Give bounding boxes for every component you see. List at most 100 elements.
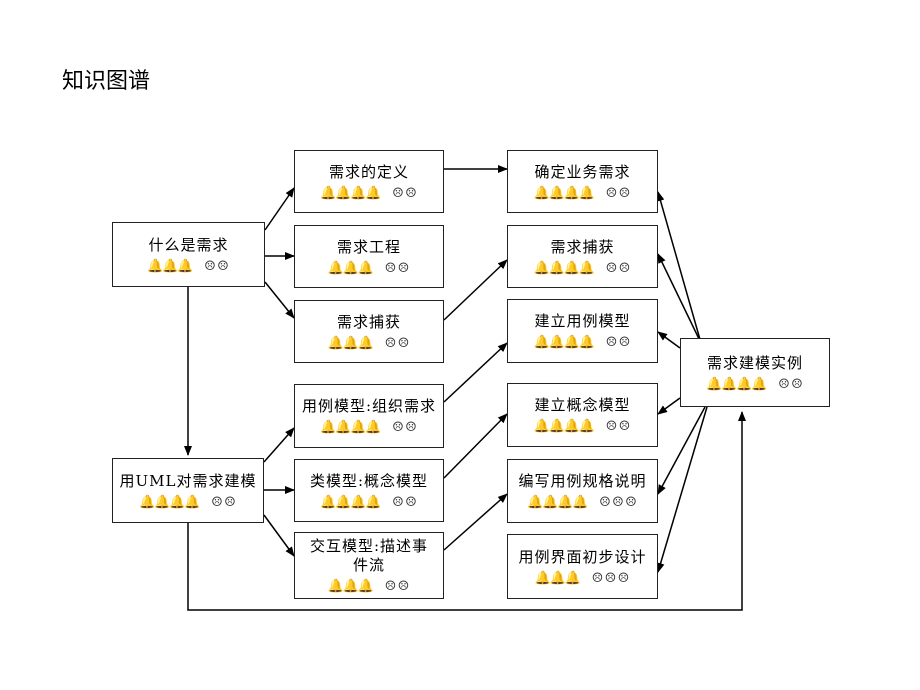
node-requirement-definition: 需求的定义 🔔🔔🔔🔔☹☹: [294, 150, 444, 213]
frown-icons: ☹☹: [385, 336, 411, 351]
frown-face-icon: ☹: [392, 185, 405, 201]
bell-icon: 🔔: [736, 376, 754, 392]
edge-example-to-spec: [657, 406, 706, 495]
bell-icon: 🔔: [578, 335, 596, 350]
bell-icon: 🔔: [548, 335, 566, 350]
bell-icon: 🔔: [533, 335, 551, 350]
bell-icon: 🔔: [162, 258, 180, 274]
bell-icon: 🔔: [578, 419, 596, 434]
node-use-case-model: 用例模型:组织需求 🔔🔔🔔🔔☹☹: [294, 384, 444, 448]
frown-face-icon: ☹: [217, 258, 230, 274]
frown-icons: ☹☹: [392, 495, 418, 510]
frown-face-icon: ☹: [224, 494, 237, 510]
bell-icons: 🔔🔔🔔🔔: [320, 185, 383, 201]
bell-icon: 🔔: [365, 494, 383, 510]
bell-icons: 🔔🔔🔔🔔: [706, 376, 769, 392]
bell-icon: 🔔: [357, 260, 375, 276]
bell-icon: 🔔: [365, 420, 383, 435]
bell-icons: 🔔🔔🔔: [327, 335, 375, 351]
edge-example-to-biz: [656, 191, 702, 344]
bell-icon: 🔔: [365, 185, 383, 201]
frown-icons: ☹☹☹: [599, 495, 638, 510]
node-label: 编写用例规格说明: [518, 472, 647, 490]
edge-what-to-def: [264, 187, 295, 231]
bell-icons: 🔔🔔🔔🔔: [320, 420, 383, 435]
bell-icon: 🔔: [335, 494, 353, 510]
edge-interaction-to-spec: [443, 493, 508, 551]
bell-icon: 🔔: [169, 494, 187, 510]
bell-icon: 🔔: [350, 494, 368, 510]
frown-icons: ☹☹: [211, 495, 237, 510]
node-label: 什么是需求: [148, 235, 229, 254]
frown-icons: ☹☹: [606, 261, 632, 276]
bell-icon: 🔔: [721, 376, 739, 392]
bell-icon: 🔔: [751, 376, 769, 392]
edge-uml-to-ucmodel: [263, 427, 295, 463]
edge-what-to-cap1: [264, 281, 295, 319]
edge-ucmodel-to-ucbuild: [443, 342, 508, 403]
frown-face-icon: ☹: [625, 495, 638, 510]
frown-icons: ☹☹: [392, 186, 418, 201]
node-requirement-capture-left: 需求捕获 🔔🔔🔔☹☹: [294, 300, 444, 363]
frown-face-icon: ☹: [617, 570, 631, 586]
frown-face-icon: ☹: [605, 335, 619, 350]
frown-face-icon: ☹: [405, 494, 418, 510]
frown-icons: ☹☹: [385, 261, 411, 276]
bell-icon: 🔔: [548, 185, 566, 201]
node-label: 用UML对需求建模: [119, 471, 257, 490]
bell-icons: 🔔🔔🔔: [328, 260, 375, 276]
bell-icon: 🔔: [342, 579, 360, 594]
bell-icon: 🔔: [320, 494, 338, 510]
node-build-concept-model: 建立概念模型 🔔🔔🔔🔔☹☹: [507, 383, 658, 447]
bell-icon: 🔔: [534, 570, 552, 586]
frown-face-icon: ☹: [397, 260, 411, 276]
frown-face-icon: ☹: [605, 185, 619, 201]
edge-example-to-ucbuild: [657, 331, 681, 349]
frown-face-icon: ☹: [618, 419, 632, 434]
edge-uml-to-example: [187, 411, 746, 611]
bell-icon: 🔔: [563, 260, 581, 276]
frown-face-icon: ☹: [591, 570, 605, 586]
node-requirement-engineering: 需求工程 🔔🔔🔔☹☹: [294, 225, 444, 288]
bell-icon: 🔔: [320, 420, 338, 435]
frown-icons: ☹☹: [385, 579, 411, 594]
bell-icons: 🔔🔔🔔🔔: [534, 260, 595, 276]
bell-icon: 🔔: [572, 495, 590, 510]
node-label: 需求捕获: [550, 237, 615, 256]
frown-icons: ☹☹☹: [592, 571, 631, 586]
bell-icon: 🔔: [335, 420, 353, 435]
bell-icon: 🔔: [177, 258, 195, 274]
frown-face-icon: ☹: [211, 494, 224, 510]
bell-icon: 🔔: [357, 335, 375, 351]
bell-icon: 🔔: [342, 335, 360, 351]
frown-face-icon: ☹: [384, 335, 398, 351]
frown-face-icon: ☹: [204, 258, 217, 274]
bell-icon: 🔔: [357, 579, 375, 594]
frown-face-icon: ☹: [405, 420, 418, 435]
bell-icon: 🔔: [327, 335, 345, 351]
bell-icon: 🔔: [706, 376, 724, 392]
edge-example-to-cap2: [657, 253, 702, 344]
bell-icon: 🔔: [564, 570, 582, 586]
bell-icon: 🔔: [578, 185, 596, 201]
node-label: 建立概念模型: [534, 396, 631, 414]
edge-example-to-concept: [657, 397, 681, 415]
bell-icon: 🔔: [548, 419, 566, 434]
bell-icons: 🔔🔔🔔🔔: [533, 335, 596, 350]
node-business-requirement: 确定业务需求 🔔🔔🔔🔔☹☹: [507, 150, 658, 213]
node-label: 需求捕获: [336, 312, 401, 331]
frown-icons: ☹☹: [606, 419, 632, 434]
node-use-case-spec: 编写用例规格说明 🔔🔔🔔🔔☹☹☹: [507, 459, 658, 523]
bell-icons: 🔔🔔🔔🔔: [139, 494, 200, 510]
edge-classmodel-to-concept: [443, 413, 508, 479]
node-label: 需求建模实例: [706, 353, 803, 372]
node-requirement-capture-right: 需求捕获 🔔🔔🔔🔔 ☹☹: [507, 225, 658, 288]
bell-icon: 🔔: [557, 495, 575, 510]
bell-icon: 🔔: [147, 258, 165, 274]
bell-icon: 🔔: [533, 185, 551, 201]
edge-cap1-to-cap2: [443, 259, 508, 321]
page-title: 知识图谱: [62, 69, 151, 94]
frown-face-icon: ☹: [605, 260, 619, 276]
node-label: 用例模型:组织需求: [301, 397, 437, 415]
